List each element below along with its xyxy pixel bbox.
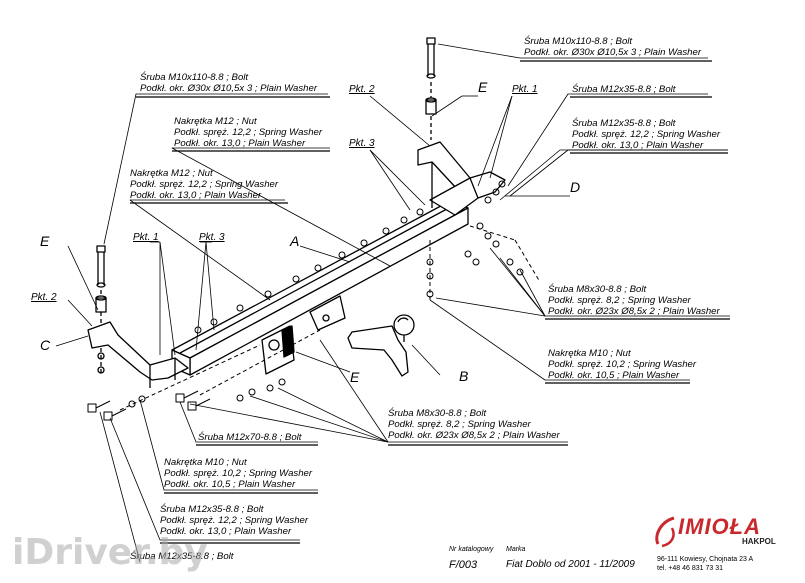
fasteners-right	[426, 180, 541, 300]
label-bolt-m8-center: Śruba M8x30-8.8 ; Bolt Podkł. spręż. 8,2…	[388, 408, 560, 441]
label-top-right-bolt: Śruba M10x110-8.8 ; Bolt Podkł. okr. Ø30…	[524, 36, 702, 58]
pkt-2-left: Pkt. 2	[31, 292, 57, 303]
label-bolt-m12x35-bottom: Śruba M12x35-8.8 ; Bolt Podkł. spręż. 12…	[160, 504, 309, 537]
letter-e-top: E	[478, 79, 488, 95]
letter-a: A	[290, 233, 300, 249]
underlines	[130, 60, 730, 544]
label-bolt-m12x70: Śruba M12x70-8.8 ; Bolt	[198, 432, 302, 443]
letter-e-center: E	[350, 369, 360, 385]
letter-d: D	[570, 179, 581, 195]
leader-lines	[55, 43, 730, 563]
make-block: Marka Fiat Doblo od 2001 - 11/2009	[506, 545, 635, 572]
letter-c: C	[40, 337, 51, 353]
label-nut-m10-left: Nakrętka M10 ; Nut Podkł. spręż. 10,2 ; …	[164, 457, 313, 490]
tow-ball-hook	[347, 314, 415, 377]
catalog-block: Nr katalogowy F/003	[449, 545, 493, 572]
label-bolt-bottom-partial: Śruba M12x35-8.8 ; Bolt	[130, 551, 234, 562]
make-label: Marka	[506, 546, 526, 553]
label-right-bolt-b: Śruba M12x35-8.8 ; Bolt Podkł. spręż. 12…	[572, 118, 721, 151]
hakpol-logo-icon	[655, 516, 675, 548]
top-bolt-left	[95, 245, 107, 375]
label-nut-left: Nakrętka M12 ; Nut Podkł. spręż. 12,2 ; …	[130, 168, 279, 201]
brand-sub: HAKPOL	[742, 537, 776, 546]
label-right-bolt-a: Śruba M12x35-8.8 ; Bolt	[572, 84, 676, 95]
top-bolt-right	[425, 37, 437, 140]
socket-plate	[261, 295, 346, 375]
letter-b: B	[459, 368, 469, 384]
pkt-3-top: Pkt. 3	[349, 138, 375, 149]
left-bracket	[87, 321, 189, 388]
brand-name: IMIOŁA	[678, 514, 761, 539]
catalog-number: F/003	[449, 559, 478, 571]
fasteners-lower	[87, 329, 321, 421]
label-top-left-bolt: Śruba M10x110-8.8 ; Bolt Podkł. okr. Ø30…	[140, 72, 318, 94]
watermark: iDriver.by	[12, 532, 208, 573]
company-address: 96-111 Kowiesy, Chojnata 23 A tel. +48 4…	[657, 556, 754, 572]
label-bolt-m8-right: Śruba M8x30-8.8 ; Bolt Podkł. spręż. 8,2…	[548, 284, 720, 317]
catalog-label: Nr katalogowy	[449, 546, 494, 553]
bolt-row-top	[194, 208, 424, 334]
label-nut-m10-right: Nakrętka M10 ; Nut Podkł. spręż. 10,2 ; …	[548, 348, 697, 381]
right-bracket	[417, 141, 506, 216]
crossbar	[171, 199, 469, 376]
pkt-2-top: Pkt. 2	[349, 84, 375, 95]
label-nut-center: Nakrętka M12 ; Nut Podkł. spręż. 12,2 ; …	[174, 116, 323, 149]
pkt-1-top: Pkt. 1	[512, 84, 538, 95]
pkt-3-left: Pkt. 3	[199, 232, 225, 243]
pkt-1-left: Pkt. 1	[133, 232, 159, 243]
letter-e-left: E	[40, 233, 50, 249]
vehicle-model: Fiat Doblo od 2001 - 11/2009	[506, 559, 635, 570]
